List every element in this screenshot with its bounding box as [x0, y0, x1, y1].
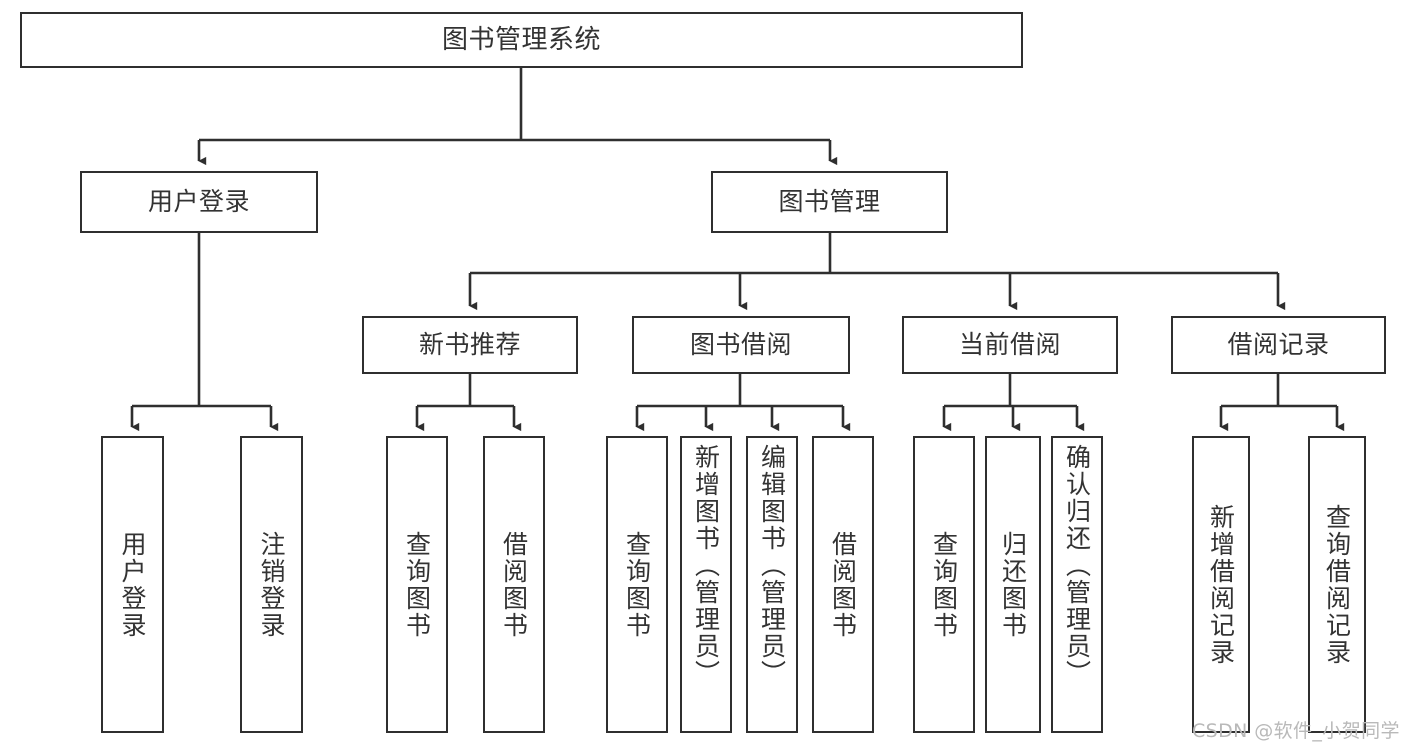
node-leaf-borrow-book-2[interactable]: 借阅图书 [812, 436, 874, 733]
node-root[interactable]: 图书管理系统 [20, 12, 1023, 68]
node-leaf-user-login-label: 用户登录 [118, 530, 147, 639]
node-leaf-borrow-book-2-label: 借阅图书 [828, 530, 858, 639]
node-leaf-query-book-2-label: 查询图书 [622, 530, 652, 639]
node-leaf-confirm-return-admin[interactable]: 确认归还（管理员） [1051, 436, 1103, 733]
node-leaf-query-book-1[interactable]: 查询图书 [386, 436, 448, 733]
node-leaf-borrow-book-1[interactable]: 借阅图书 [483, 436, 545, 733]
node-leaf-logout[interactable]: 注销登录 [240, 436, 303, 733]
node-leaf-return-book-label: 归还图书 [998, 530, 1028, 639]
node-level2-new-book-recommend-label: 新书推荐 [418, 330, 521, 360]
node-root-label: 图书管理系统 [441, 24, 601, 55]
node-level2-new-book-recommend[interactable]: 新书推荐 [362, 316, 578, 374]
node-leaf-query-book-3-label: 查询图书 [929, 530, 959, 639]
node-leaf-add-borrow-record[interactable]: 新增借阅记录 [1192, 436, 1250, 733]
node-leaf-user-login[interactable]: 用户登录 [101, 436, 164, 733]
node-leaf-query-book-1-label: 查询图书 [402, 530, 432, 639]
node-leaf-logout-label: 注销登录 [257, 530, 286, 639]
node-level2-borrow-records-label: 借阅记录 [1227, 330, 1330, 360]
node-leaf-query-borrow-record-label: 查询借阅记录 [1322, 503, 1352, 666]
node-level1-user-login[interactable]: 用户登录 [80, 171, 318, 233]
node-leaf-edit-book-admin[interactable]: 编辑图书（管理员） [746, 436, 798, 733]
node-level1-book-management-label: 图书管理 [778, 187, 881, 217]
node-leaf-add-borrow-record-label: 新增借阅记录 [1206, 503, 1236, 666]
node-level2-book-borrow-label: 图书借阅 [689, 330, 792, 360]
node-leaf-add-book-admin[interactable]: 新增图书（管理员） [680, 436, 732, 733]
node-leaf-confirm-return-admin-label: 确认归还（管理员） [1062, 444, 1092, 687]
node-leaf-query-borrow-record[interactable]: 查询借阅记录 [1308, 436, 1366, 733]
node-level2-book-borrow[interactable]: 图书借阅 [632, 316, 850, 374]
node-leaf-query-book-2[interactable]: 查询图书 [606, 436, 668, 733]
watermark-text: CSDN @软件_小贺同学 [1192, 720, 1400, 742]
node-leaf-add-book-admin-label: 新增图书（管理员） [691, 444, 721, 687]
node-leaf-query-book-3[interactable]: 查询图书 [913, 436, 975, 733]
node-level2-current-borrow[interactable]: 当前借阅 [902, 316, 1118, 374]
node-level2-borrow-records[interactable]: 借阅记录 [1171, 316, 1386, 374]
node-leaf-borrow-book-1-label: 借阅图书 [499, 530, 529, 639]
node-leaf-edit-book-admin-label: 编辑图书（管理员） [757, 444, 787, 687]
node-leaf-return-book[interactable]: 归还图书 [985, 436, 1041, 733]
node-level1-book-management[interactable]: 图书管理 [711, 171, 948, 233]
node-level1-user-login-label: 用户登录 [147, 187, 250, 217]
node-level2-current-borrow-label: 当前借阅 [958, 330, 1061, 360]
